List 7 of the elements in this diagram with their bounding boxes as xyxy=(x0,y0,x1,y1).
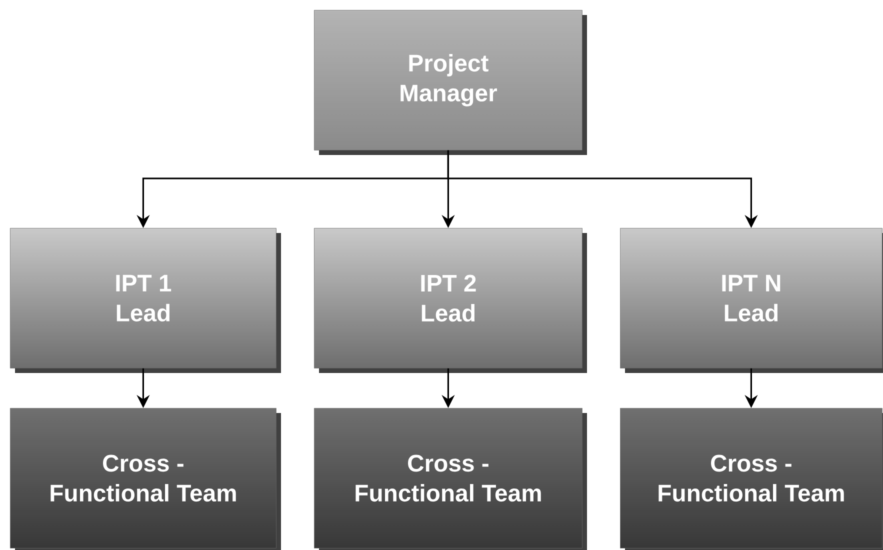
lead-box: IPT N Lead xyxy=(620,228,883,373)
lead-box: IPT 2 Lead xyxy=(314,228,587,373)
team-box: Cross - Functional Team xyxy=(314,408,587,550)
team-box: Cross - Functional Team xyxy=(620,408,883,550)
team-box: Cross - Functional Team xyxy=(10,408,281,550)
manager-box: Project Manager xyxy=(314,10,587,155)
lead-box: IPT 1 Lead xyxy=(10,228,281,373)
